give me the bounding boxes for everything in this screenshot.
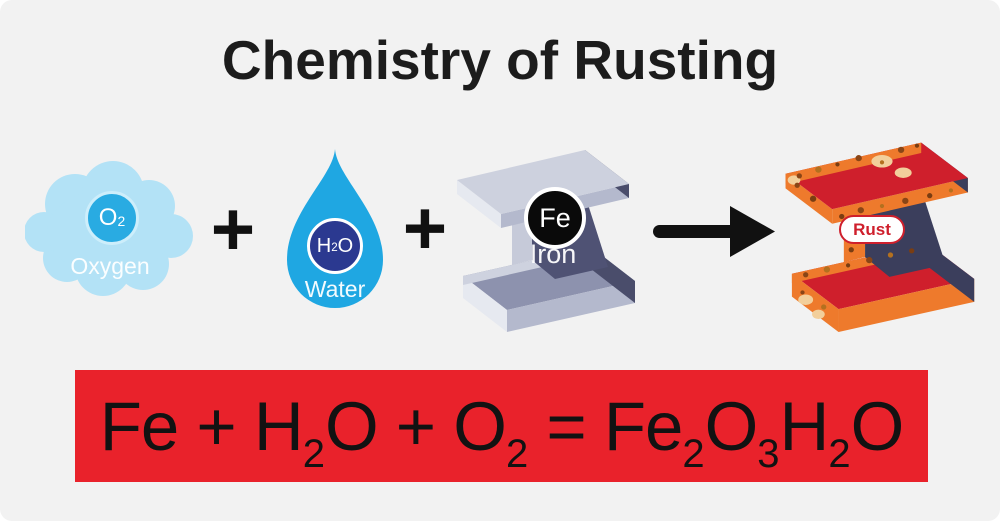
equation-subscript: 2 bbox=[828, 431, 851, 476]
page-title: Chemistry of Rusting bbox=[221, 29, 779, 91]
equation-term: O bbox=[704, 387, 759, 465]
iron-symbol-badge: Fe bbox=[524, 187, 586, 249]
rust-label-pill: Rust bbox=[839, 215, 905, 244]
iron-symbol: Fe bbox=[539, 202, 571, 233]
rust-beam-top-flange bbox=[785, 142, 968, 224]
water-symbol-o: O bbox=[337, 234, 354, 257]
rusted-beam-illustration bbox=[785, 142, 975, 332]
oxygen-label: Oxygen bbox=[70, 253, 150, 279]
equation-subscript: 2 bbox=[682, 431, 705, 476]
equation-text: Fe + H2O + O2 = Fe2O3H2O bbox=[99, 387, 905, 476]
equation-term: Fe + H bbox=[99, 387, 304, 465]
equation-subscript: 2 bbox=[505, 431, 529, 476]
equation-subscript: 2 bbox=[302, 431, 325, 476]
plus-operator: + bbox=[402, 186, 448, 271]
reaction-arrow-icon bbox=[653, 206, 775, 257]
equation-term: H bbox=[779, 387, 830, 465]
equation-term: O + O bbox=[324, 387, 507, 465]
oxygen-symbol: O bbox=[98, 204, 118, 231]
plus-operator: + bbox=[210, 187, 256, 272]
equation-term: O bbox=[850, 387, 905, 465]
iron-label: Iron bbox=[529, 239, 577, 269]
rust-label: Rust bbox=[853, 219, 891, 239]
equation-subscript: 3 bbox=[757, 431, 780, 476]
water-symbol-h: H bbox=[316, 234, 332, 257]
water-label: Water bbox=[304, 276, 366, 302]
equation-term: = Fe bbox=[528, 387, 683, 465]
equation-banner: Fe + H2O + O2 = Fe2O3H2O bbox=[75, 370, 928, 482]
